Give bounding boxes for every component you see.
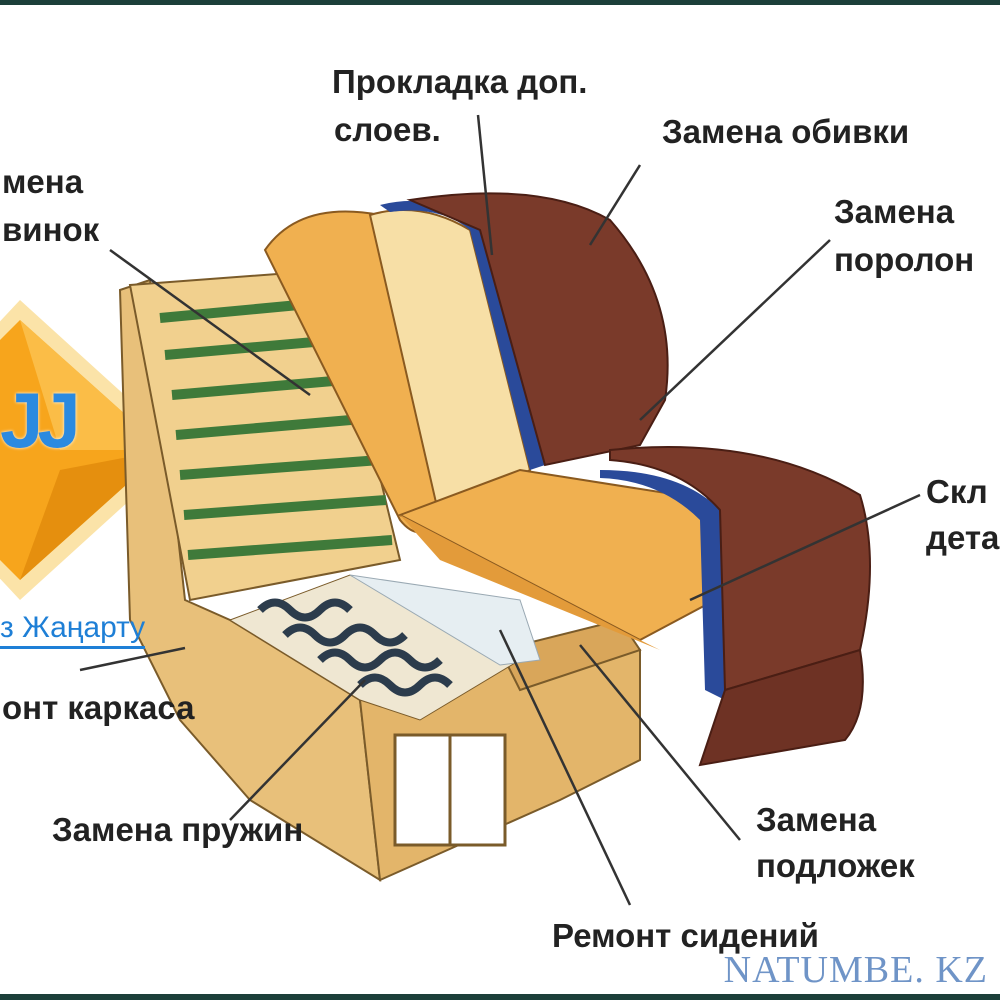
label-underlay-line1: Замена xyxy=(756,801,877,838)
top-border xyxy=(0,0,1000,5)
leader-lines xyxy=(79,114,921,906)
label-underlay-line2: подложек xyxy=(756,847,915,884)
back-cushion xyxy=(263,192,669,534)
label-glue-line2: дета xyxy=(926,519,1000,556)
seat-cushion xyxy=(397,446,871,767)
label-foam-line1: Замена xyxy=(834,193,955,230)
watermark: NATUMBE. KZ xyxy=(723,949,988,991)
label-seats-repair: Ремонт сидений xyxy=(552,917,819,954)
brand-name: з Жаңарту xyxy=(0,610,146,649)
label-seams-line2: винок xyxy=(2,211,100,248)
label-foam-line2: поролон xyxy=(834,241,975,278)
label-springs: Замена пружин xyxy=(52,811,304,848)
bottom-border xyxy=(0,994,1000,1000)
label-glue-line1: Скл xyxy=(926,473,988,510)
label-padding-layers-line2: слоев. xyxy=(334,111,441,148)
springs xyxy=(228,574,541,721)
label-frame-repair: онт каркаса xyxy=(2,689,195,726)
logo-mark: JJ xyxy=(0,376,81,464)
label-upholstery: Замена обивки xyxy=(662,113,910,150)
label-padding-layers-line1: Прокладка доп. xyxy=(332,63,588,100)
label-seams-line1: мена xyxy=(2,163,84,200)
